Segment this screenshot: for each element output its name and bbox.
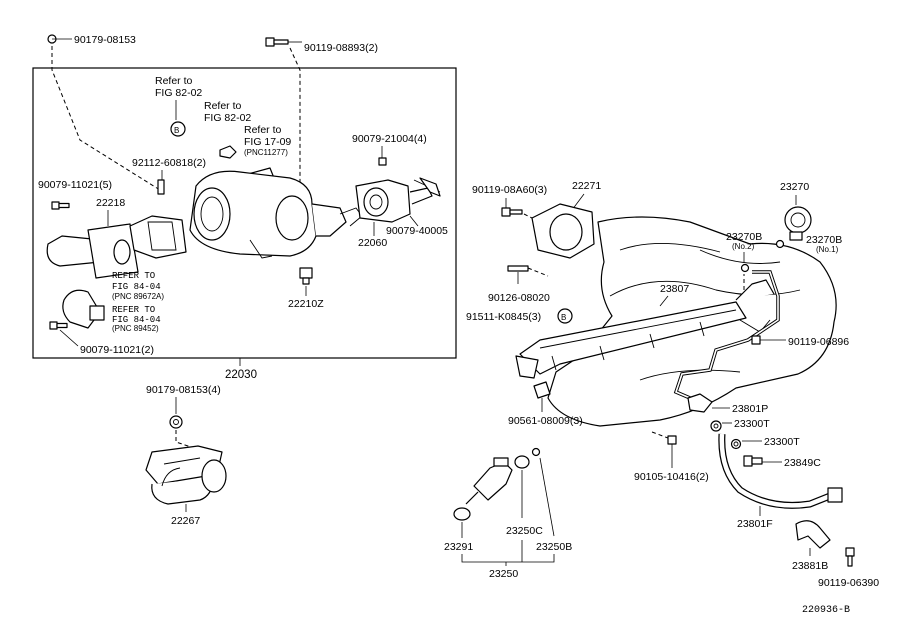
label-22218: 22218: [96, 197, 125, 209]
bolt-90079-11021-5: [51, 201, 70, 210]
part-23250b-oring: [531, 447, 541, 457]
intake-connector-part: [129, 215, 187, 259]
fuel-return-pipe: [675, 271, 779, 399]
part-22218-air-meter: [46, 223, 139, 279]
gasket-23300t-a: [710, 420, 722, 432]
bolt-90119-06896: [751, 335, 761, 345]
diagram-id: 220936-B: [802, 605, 850, 616]
bolt-90179-08153: [47, 34, 72, 44]
label-92112-60818: 92112-60818(2): [132, 157, 206, 169]
bolt-90119-08893: [265, 37, 302, 47]
label-23849c: 23849C: [784, 457, 821, 469]
part-23801p: [687, 393, 713, 413]
label-23291: 23291: [444, 541, 473, 553]
label-91511-k0845: 91511-K0845(3): [466, 311, 541, 323]
label-23801f: 23801F: [737, 518, 773, 530]
label-22060: 22060: [358, 237, 387, 249]
oring-23270b-no2: [740, 263, 750, 273]
bolt-90119-08a60: [501, 207, 523, 217]
bolt-90079-21004: [378, 157, 387, 166]
gasket-23300t-b: [730, 438, 742, 450]
label-90079-21004: 90079-21004(4): [352, 133, 427, 145]
label-90126-08020: 90126-08020: [488, 292, 550, 304]
circle-ref-b-2: [557, 308, 573, 324]
ref5-line2: FIG 84-04: [112, 315, 161, 325]
label-90119-06896: 90119-06896: [788, 336, 849, 348]
label-90079-40005: 90079-40005: [386, 225, 448, 237]
label-22271: 22271: [572, 180, 601, 192]
label-23300t-a: 23300T: [734, 418, 770, 430]
ref4-pnc: (PNC 89672A): [112, 292, 164, 301]
circle-ref-b-1-label: B: [174, 126, 179, 135]
part-23250c-grommet: [514, 455, 530, 469]
ref3-line1: Refer to: [244, 124, 282, 136]
part-22060-valve: [355, 179, 433, 223]
label-23270b-no1: 23270B: [806, 234, 842, 246]
bolt-90105-10416: [667, 435, 677, 445]
stud-90126-08020: [507, 265, 529, 272]
oring-23270b-no1: [775, 239, 785, 249]
part-23881b-clamp: [795, 520, 831, 549]
label-23250b: 23250B: [536, 541, 572, 553]
part-22210z-sensor: [299, 267, 313, 285]
label-23807: 23807: [660, 283, 689, 295]
clip-90079-40005: [419, 177, 441, 197]
ref4-line1: REFER TO: [112, 271, 155, 281]
part-22271-gasket: [531, 203, 595, 259]
part-23291-seal: [453, 507, 471, 521]
part-23250-injector: [465, 457, 513, 505]
group-bracket: [461, 540, 555, 566]
ref1-line1: Refer to: [155, 75, 193, 87]
label-23270b-no2-qualifier: (No.2): [732, 242, 755, 251]
part-23801f-hose: [719, 433, 831, 508]
nut-90179-08153-4: [169, 415, 183, 429]
label-90179-08153: 90179-08153: [74, 34, 136, 46]
circle-ref-b-2-label: B: [561, 313, 566, 322]
label-90119-06390: 90119-06390: [818, 577, 879, 589]
part-22267-bracket: [145, 445, 227, 505]
label-23881b: 23881B: [792, 560, 828, 572]
label-23270b-no2: 23270B: [726, 231, 762, 243]
label-90179-08153-4: 90179-08153(4): [146, 384, 221, 396]
bolt-23849c: [743, 455, 763, 467]
label-23250: 23250: [489, 568, 518, 580]
label-90079-11021-5: 90079-11021(5): [38, 179, 112, 191]
ref5-line1: REFER TO: [112, 305, 155, 315]
ref1-line2: FIG 82-02: [155, 87, 202, 99]
label-90561-08009: 90561-08009(3): [508, 415, 583, 427]
collar-90561-08009: [533, 381, 551, 399]
label-90119-08a60: 90119-08A60(3): [472, 184, 547, 196]
label-23250c: 23250C: [506, 525, 543, 537]
stud-92112-60818: [157, 179, 165, 195]
label-23270b-no1-qualifier: (No.1): [816, 245, 839, 254]
hose-end-fitting: [827, 487, 843, 503]
ref2-line2: FIG 82-02: [204, 112, 251, 124]
bolt-90119-06390: [845, 547, 855, 567]
ref3-pnc: (PNC11277): [244, 148, 288, 157]
label-90079-11021-2: 90079-11021(2): [80, 344, 154, 356]
throttle-body-part: [189, 170, 363, 259]
ref4-line2: FIG 84-04: [112, 282, 161, 292]
part-23270-regulator: [784, 206, 812, 241]
label-22030: 22030: [225, 369, 257, 381]
label-90119-08893: 90119-08893(2): [304, 42, 378, 54]
label-90105-10416: 90105-10416(2): [634, 471, 709, 483]
part-23807-fuel-rail: [515, 279, 775, 379]
ref2-line1: Refer to: [204, 100, 242, 112]
bolt-90079-11021-2: [49, 321, 68, 330]
ref3-line2: FIG 17-09: [244, 136, 291, 148]
ref5-pnc: (PNC 89452): [112, 324, 159, 333]
label-23300t-b: 23300T: [764, 436, 800, 448]
small-bracket-part: [219, 145, 237, 159]
label-22210z: 22210Z: [288, 298, 324, 310]
label-23270: 23270: [780, 181, 809, 193]
assembly-box: [32, 67, 457, 359]
circle-ref-b-1: [170, 121, 186, 137]
label-23801p: 23801P: [732, 403, 768, 415]
label-22267: 22267: [171, 515, 200, 527]
throttle-position-sensor-part: [62, 289, 105, 329]
